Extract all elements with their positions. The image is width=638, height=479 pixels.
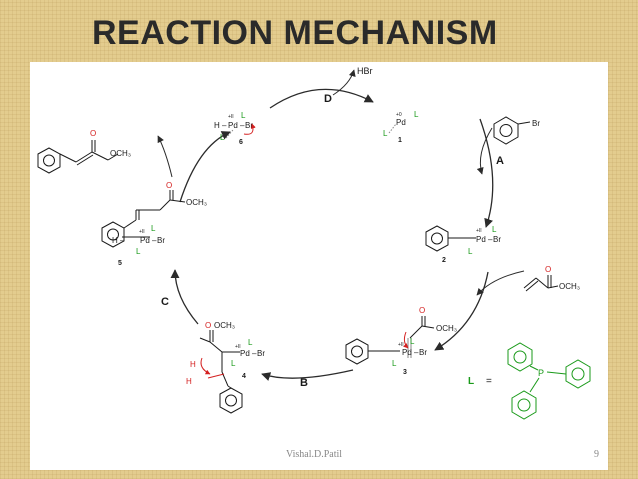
svg-text:Pd: Pd <box>396 118 406 127</box>
species-1: +0 Pd L L 1 <box>383 110 419 144</box>
step-label-b: B <box>300 377 308 389</box>
svg-text:+II: +II <box>139 229 145 235</box>
svg-text:+II: +II <box>398 342 404 348</box>
svg-text:L: L <box>231 359 236 368</box>
svg-text:H: H <box>190 360 196 369</box>
cycle-arrow-4-to-5 <box>170 269 199 325</box>
svg-text:–: – <box>152 236 157 245</box>
svg-text:1: 1 <box>398 137 402 144</box>
svg-text:+II: +II <box>228 114 234 120</box>
cycle-arrow-5-to-6 <box>179 131 231 203</box>
svg-text:H: H <box>214 121 220 130</box>
svg-text:Pd: Pd <box>228 121 238 130</box>
svg-text:3: 3 <box>403 369 407 376</box>
svg-text:H: H <box>186 377 192 386</box>
cycle-arrow-3-to-4 <box>261 369 354 381</box>
svg-text:Pd: Pd <box>476 235 486 244</box>
author-footer: Vishal.D.Patil <box>286 449 343 460</box>
svg-text:L: L <box>220 133 225 142</box>
hbr-label: HBr <box>357 66 373 76</box>
product-exit-arrow <box>157 135 173 178</box>
svg-text:L: L <box>248 338 253 347</box>
svg-text:–: – <box>488 235 493 244</box>
svg-text:Pd: Pd <box>402 348 412 357</box>
svg-text:L: L <box>468 376 474 387</box>
svg-text:L: L <box>151 224 156 233</box>
bromobenzene-reagent: Br <box>493 116 540 145</box>
methyl-cinnamate-product: O OCH₃ <box>37 129 131 174</box>
svg-text:Br: Br <box>493 235 501 244</box>
svg-text:L: L <box>383 129 388 138</box>
svg-text:–: – <box>120 236 125 245</box>
cycle-arrow-1-to-2 <box>479 118 494 228</box>
svg-text:OCH₃: OCH₃ <box>436 324 457 333</box>
step-label-c: C <box>161 296 169 308</box>
methyl-acrylate-reagent: O OCH₃ <box>523 265 580 292</box>
acrylate-entry-arrow <box>476 270 525 296</box>
svg-text:+0: +0 <box>396 112 402 118</box>
svg-text:Br: Br <box>419 348 427 357</box>
svg-text:L: L <box>136 247 141 256</box>
svg-text:OCH₃: OCH₃ <box>110 149 131 158</box>
slide-title: REACTION MECHANISM <box>92 14 498 52</box>
svg-text:2: 2 <box>442 257 446 264</box>
svg-text:H: H <box>112 236 118 245</box>
svg-text:Br: Br <box>245 121 253 130</box>
svg-text:L: L <box>410 337 415 346</box>
species-6: H – +II Pd – Br L L 6 <box>214 111 256 146</box>
cycle-arrow-6-to-1 <box>269 88 374 109</box>
svg-text:P: P <box>538 368 544 378</box>
svg-text:L: L <box>414 110 419 119</box>
svg-text:+II: +II <box>235 344 241 350</box>
svg-text:+II: +II <box>476 228 482 234</box>
svg-text:O: O <box>166 181 172 190</box>
species-4: O OCH₃ H H +II Pd – Br L L 4 <box>186 321 265 414</box>
species-2: +II Pd – Br L L 2 <box>425 225 501 264</box>
svg-text:O: O <box>205 321 211 330</box>
svg-text:5: 5 <box>118 260 122 267</box>
diagram-panel: D A B C HBr +0 Pd L L 1 Br +II Pd – Br L… <box>30 62 608 470</box>
ligand-definition: L = P <box>468 342 591 420</box>
step-label-d: D <box>324 93 332 105</box>
hbr-exit-arrow <box>332 69 356 96</box>
svg-text:L: L <box>392 359 397 368</box>
step-label-a: A <box>496 155 504 167</box>
svg-text:OCH₃: OCH₃ <box>214 321 235 330</box>
svg-text:Br: Br <box>532 119 540 128</box>
svg-text:–: – <box>414 348 419 357</box>
svg-text:6: 6 <box>239 139 243 146</box>
svg-text:Br: Br <box>157 236 165 245</box>
svg-text:Br: Br <box>257 349 265 358</box>
svg-text:OCH₃: OCH₃ <box>186 198 207 207</box>
triphenylphosphine-structure: P <box>507 342 591 420</box>
species-5: O OCH₃ H – +II Pd – Br L L 5 <box>101 181 207 267</box>
aryl-bromide-entry-arrow <box>476 127 493 175</box>
svg-text:–: – <box>240 121 245 130</box>
species-3: O OCH₃ +II Pd – Br L L 3 <box>345 306 457 376</box>
svg-text:Pd: Pd <box>140 236 150 245</box>
svg-text:O: O <box>545 265 551 274</box>
svg-text:OCH₃: OCH₃ <box>559 282 580 291</box>
svg-text:–: – <box>252 349 257 358</box>
svg-text:=: = <box>486 376 492 387</box>
svg-text:L: L <box>492 225 497 234</box>
svg-text:L: L <box>241 111 246 120</box>
svg-text:O: O <box>90 129 96 138</box>
svg-text:4: 4 <box>242 373 246 380</box>
cycle-arrow-2-to-3 <box>434 271 489 351</box>
svg-text:O: O <box>419 306 425 315</box>
page-number: 9 <box>594 449 599 460</box>
svg-text:Pd: Pd <box>240 349 250 358</box>
svg-text:–: – <box>222 121 227 130</box>
svg-text:L: L <box>468 247 473 256</box>
